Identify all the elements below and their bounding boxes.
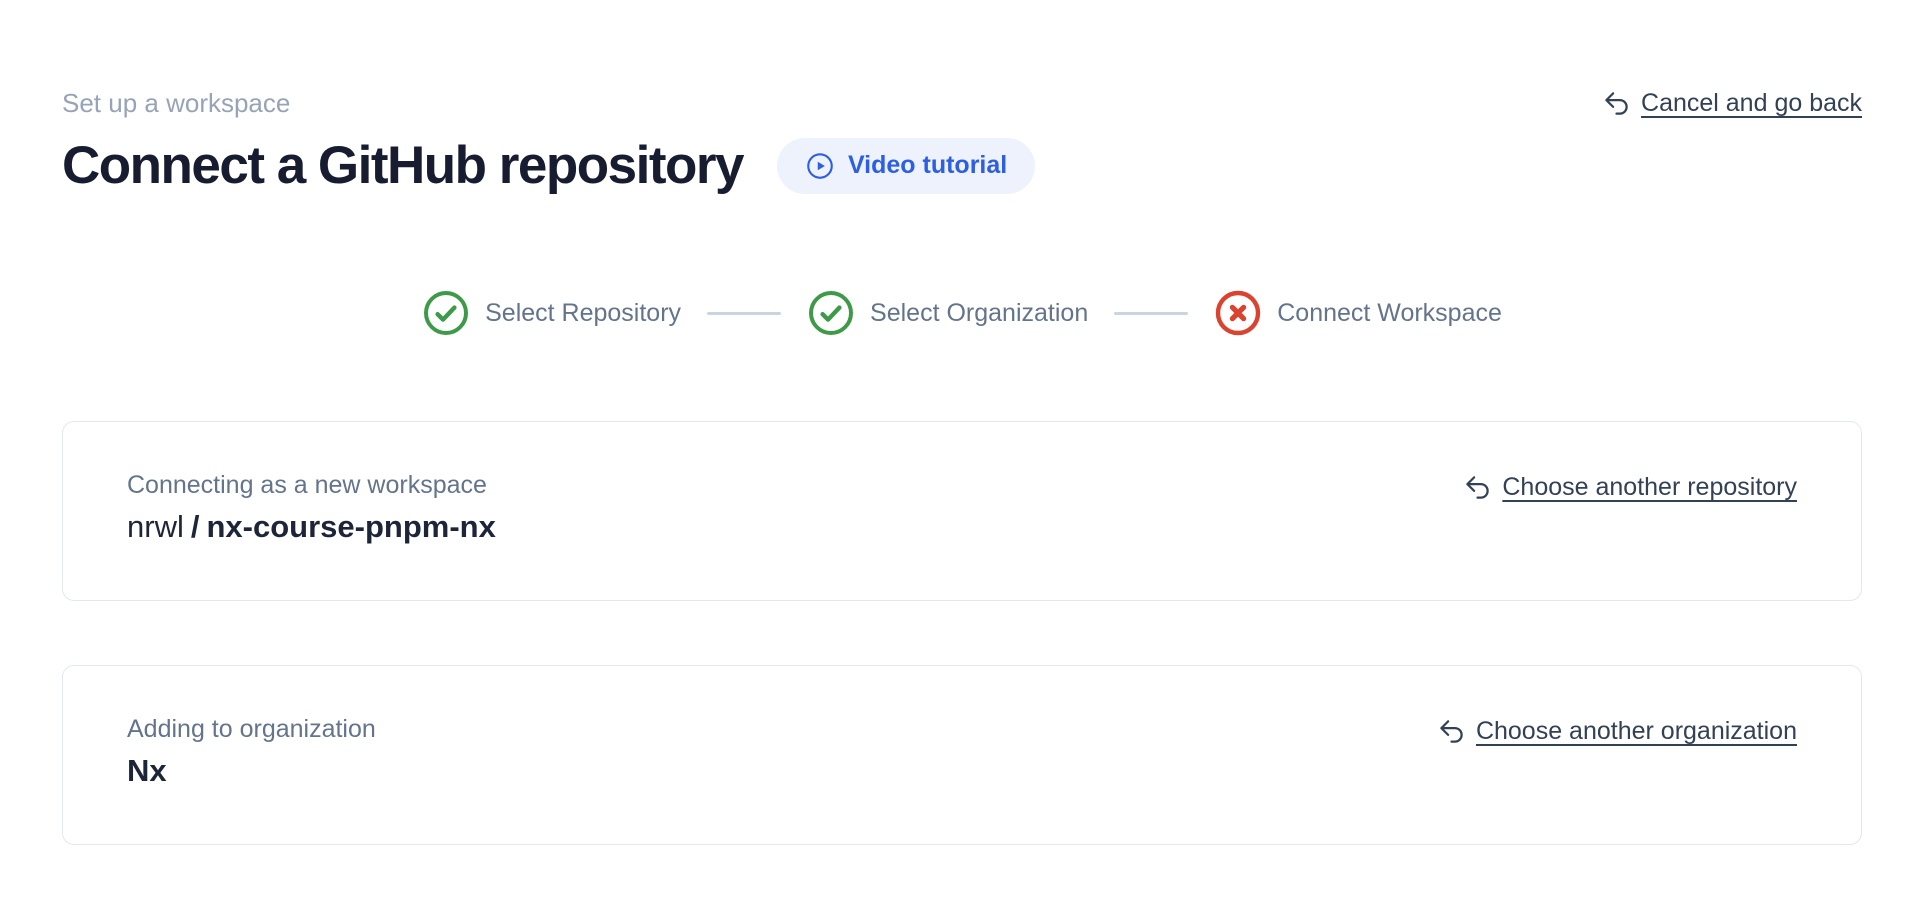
repository-name: nx-course-pnpm-nx (206, 509, 496, 544)
step-label: Select Repository (485, 298, 682, 327)
organization-card-label: Adding to organization (127, 715, 376, 743)
check-circle-icon (807, 289, 855, 337)
cancel-link-label: Cancel and go back (1641, 89, 1862, 117)
step-connect-workspace: Connect Workspace (1214, 289, 1502, 337)
x-circle-icon (1214, 289, 1262, 337)
repository-card: Connecting as a new workspace nrwl/nx-co… (62, 421, 1862, 601)
step-label: Select Organization (870, 298, 1089, 327)
choose-another-repository-label: Choose another repository (1502, 473, 1797, 501)
video-tutorial-button[interactable]: Video tutorial (776, 137, 1036, 194)
organization-card: Adding to organization Nx Choose another… (62, 665, 1862, 845)
choose-another-repository-link[interactable]: Choose another repository (1464, 473, 1797, 502)
undo-arrow-icon (1603, 90, 1630, 117)
setup-workspace-page: Set up a workspace Cancel and go back Co… (62, 0, 1862, 845)
cancel-and-go-back-link[interactable]: Cancel and go back (1603, 89, 1862, 118)
step-label: Connect Workspace (1277, 298, 1502, 327)
undo-arrow-icon (1438, 718, 1465, 745)
step-connector (707, 311, 782, 315)
repository-separator: / (190, 509, 200, 544)
video-tutorial-label: Video tutorial (847, 151, 1008, 179)
choose-another-organization-label: Choose another organization (1475, 717, 1797, 745)
repository-card-info: Connecting as a new workspace nrwl/nx-co… (127, 471, 496, 545)
check-circle-icon (422, 289, 470, 337)
title-row: Connect a GitHub repository Video tutori… (62, 135, 1862, 196)
organization-card-info: Adding to organization Nx (127, 715, 376, 789)
progress-stepper: Select Repository Select Organization Co… (62, 289, 1862, 337)
top-bar: Set up a workspace Cancel and go back (62, 0, 1862, 119)
eyebrow-label: Set up a workspace (62, 88, 291, 118)
repository-owner: nrwl (127, 509, 184, 544)
organization-name: Nx (127, 753, 167, 788)
step-select-organization: Select Organization (807, 289, 1088, 337)
play-circle-icon (805, 151, 835, 181)
step-select-repository: Select Repository (422, 289, 681, 337)
undo-arrow-icon (1464, 474, 1491, 501)
choose-another-organization-link[interactable]: Choose another organization (1438, 717, 1797, 746)
page-title: Connect a GitHub repository (62, 136, 744, 195)
repository-card-label: Connecting as a new workspace (127, 471, 487, 499)
repository-full-name: nrwl/nx-course-pnpm-nx (127, 509, 496, 545)
step-connector (1114, 311, 1189, 315)
